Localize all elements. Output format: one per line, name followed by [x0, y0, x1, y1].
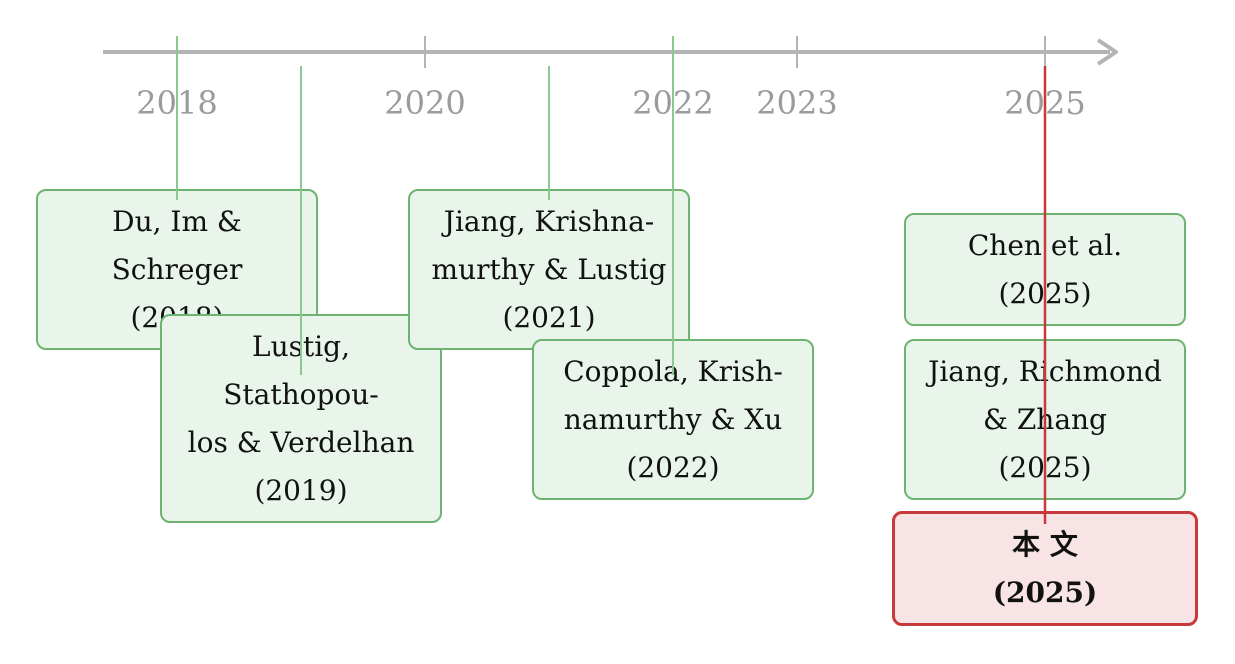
year-label-2025: 2025 [1004, 84, 1086, 122]
year-label-2023: 2023 [756, 84, 838, 122]
paper-box-jiang-krishnamurthy-lustig: Jiang, Krishna- murthy & Lustig (2021) [408, 189, 690, 350]
year-label-2018: 2018 [136, 84, 218, 122]
paper-box-coppola-et-al: Coppola, Krish- namurthy & Xu (2022) [532, 339, 814, 500]
year-label-2022: 2022 [632, 84, 714, 122]
paper-label: Jiang, Richmond & Zhang (2025) [928, 354, 1162, 484]
timeline-arrowhead [1096, 38, 1118, 66]
paper-label: Coppola, Krish- namurthy & Xu (2022) [563, 354, 783, 484]
paper-label: Chen et al. (2025) [967, 228, 1123, 310]
paper-box-chen-et-al: Chen et al. (2025) [904, 213, 1186, 326]
paper-label: 本 文 (2025) [992, 527, 1098, 609]
paper-box-jiang-richmond-zhang: Jiang, Richmond & Zhang (2025) [904, 339, 1186, 500]
paper-box-lustig-et-al: Lustig, Stathopou- los & Verdelhan (2019… [160, 314, 442, 523]
year-label-2020: 2020 [384, 84, 466, 122]
paper-label: Lustig, Stathopou- los & Verdelhan (2019… [187, 329, 415, 507]
paper-box-current-paper: 本 文 (2025) [892, 511, 1198, 626]
paper-label: Jiang, Krishna- murthy & Lustig (2021) [431, 204, 667, 334]
